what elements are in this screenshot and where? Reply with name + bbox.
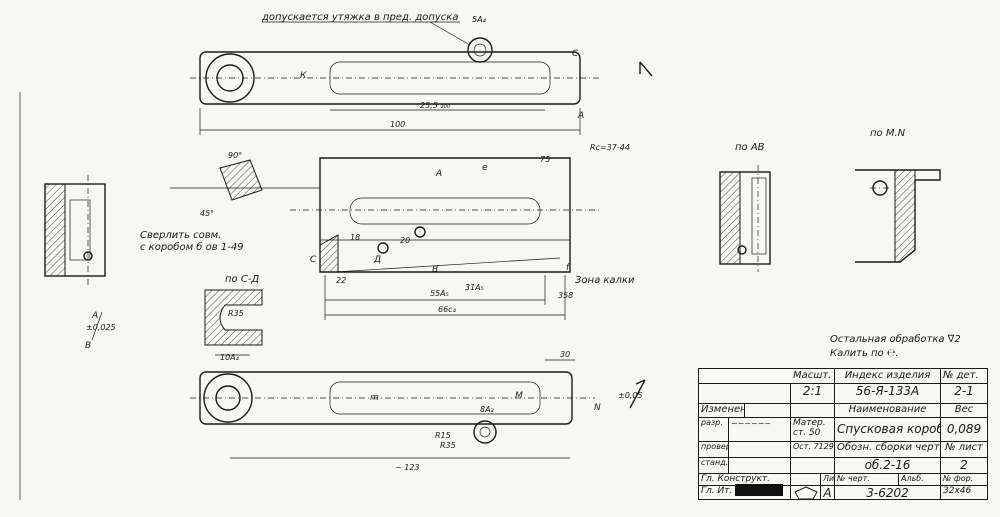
zone-note: Зона калки <box>575 275 635 286</box>
tb-row-1: Масшт. Индекс изделия № дет. <box>699 369 987 384</box>
tb-row-3: Изменено Наименование Вес <box>699 403 987 418</box>
tb-h-nlist: № лист <box>945 442 983 453</box>
dim-r35: R35 <box>440 441 456 450</box>
tb-row-2: 2:1 56-Я-133А 2-1 <box>699 383 987 404</box>
dim-55: 55А₅ <box>430 289 449 298</box>
dim-5a: 5А₄ <box>472 15 487 24</box>
letter-a-left: А <box>91 311 98 321</box>
letter-m-bottom: М <box>515 391 523 401</box>
tb-row-5: провер. Ост. 7129 Обозн. сборки черт. № … <box>699 441 987 458</box>
view-ab <box>719 165 771 272</box>
tb-left-2: разр. <box>699 417 729 441</box>
tb-h-nodet: № дет. <box>943 370 979 381</box>
letter-e-mid: е <box>482 163 488 173</box>
hardening-note: Калить по ℮. <box>830 348 899 359</box>
letter-b-mid: В <box>432 265 438 275</box>
section-arrow-c <box>639 61 653 77</box>
tb-h-lit: Лит. <box>823 473 835 485</box>
letter-b-left: В <box>85 341 91 351</box>
drill-note-2: с коробом б ов 1-49 <box>140 241 244 253</box>
letter-f-mid: f <box>566 263 571 273</box>
redacted-mark <box>735 484 783 496</box>
tb-signature-1: ~~~~~~ <box>729 417 791 441</box>
tb-v-index: 56-Я-133А <box>835 383 941 403</box>
letter-a-top: А <box>577 111 584 121</box>
dim-0025: ±0,025 <box>86 323 116 332</box>
dim-22: 22 <box>336 276 346 285</box>
view-mn-label: по М.N <box>870 128 906 139</box>
letter-c-top: С <box>572 49 579 59</box>
tb-left-8: Гл. Ит. <box>699 485 791 499</box>
dim-005: ±0,05 <box>618 391 643 400</box>
tb-v-nchert: 3-6202 <box>835 485 941 499</box>
letter-mm-bottom: m <box>370 393 379 403</box>
dim-75: 75 <box>540 155 550 164</box>
letter-d-mid: Д <box>373 255 381 265</box>
tb-h-mater: Матер. <box>793 418 826 428</box>
rest-machining-note: Остальная обработка ∇2 <box>830 333 961 345</box>
tb-h-masshtab: Масшт. <box>791 369 835 383</box>
bottom-view-part <box>190 354 595 459</box>
dim-66: 66с₄ <box>438 305 457 314</box>
tb-v-masshtab: 2:1 <box>791 383 835 403</box>
tb-row-6: станд. об.2-16 2 <box>699 457 987 474</box>
stamp-pentagon-icon <box>791 485 821 499</box>
tb-h-index: Индекс изделия <box>835 369 941 383</box>
view-mn <box>855 169 941 263</box>
tb-v-lit: А <box>821 485 835 499</box>
tb-h-alboom: Альб. <box>899 473 941 485</box>
tb-v-mater-1: ст. 50 <box>793 428 821 438</box>
drill-note-1: Сверлить совм. <box>140 230 221 241</box>
letter-a-mid: А <box>435 169 442 179</box>
tb-v-nlist: 2 <box>960 458 968 472</box>
tb-row-7: Гл. Конструкт. Лит. № черт. Альб. № фор. <box>699 473 987 486</box>
section-cd <box>204 289 263 346</box>
tb-h-oboz: Обозн. сборки черт. <box>835 441 941 457</box>
letter-c-mid: С <box>310 255 317 265</box>
dim-30: 30 <box>560 350 570 359</box>
section-arrow-n <box>629 379 646 409</box>
title-block: Масшт. Индекс изделия № дет. 2:1 56-Я-13… <box>698 368 988 500</box>
tb-v-mater-2: Ост. 7129 <box>791 441 835 457</box>
dim-length-below: ~ 123 <box>395 463 420 472</box>
dim-25: 25,5 ₂₀₀ <box>420 101 451 110</box>
tb-v-naim: Спусковая коробка. <box>835 417 941 441</box>
dim-90deg: 90° <box>228 151 242 160</box>
middle-view-part <box>170 157 600 320</box>
tb-row-8: Гл. Ит. А 3-6202 32x46 <box>699 485 987 499</box>
tb-left-7: Гл. Конструкт. <box>699 473 791 485</box>
top-view-part <box>190 37 600 135</box>
dim-rc: Rc=37-44 <box>590 143 630 152</box>
dim-r15: R15 <box>435 431 451 440</box>
left-side-view <box>44 175 106 285</box>
dim-20: 20 <box>400 236 410 245</box>
dim-45deg: 45° <box>200 209 214 218</box>
tb-row-4: разр. ~~~~~~ Матер. ст. 50 Спусковая кор… <box>699 417 987 442</box>
section-cd-label: по С-Д <box>225 274 259 285</box>
tb-left-3: провер. <box>699 441 729 457</box>
tb-v-format: 32x46 <box>943 486 972 496</box>
dim-overall-length: 100 <box>390 120 405 129</box>
tb-h-naim: Наименование <box>835 403 941 417</box>
tb-v-oboz: об.2-16 <box>835 457 941 473</box>
letter-n-bottom: N <box>594 403 601 413</box>
dim-358: 358 <box>558 291 573 300</box>
tb-left-4: станд. <box>699 457 729 473</box>
tb-h-nchert: № черт. <box>835 473 899 485</box>
dim-18: 18 <box>350 233 360 242</box>
letter-k: К <box>300 71 307 81</box>
tb-v-ves: 0,089 <box>946 422 982 436</box>
dim-8a: 8А₃ <box>480 405 494 414</box>
tb-h-format: № фор. <box>943 474 974 483</box>
tb-h-ves: Вес <box>954 404 974 415</box>
tb-v-nodet: 2-1 <box>954 384 974 398</box>
view-ab-label: по АВ <box>735 142 765 153</box>
tb-left-1: Изменено <box>699 403 745 417</box>
tolerance-note: допускается утяжка в пред. допуска <box>261 12 458 23</box>
dim-31: 31А₅ <box>465 283 484 292</box>
dim-10a: 10А₄ <box>220 353 240 362</box>
dim-r35-cd: R35 <box>228 309 244 318</box>
